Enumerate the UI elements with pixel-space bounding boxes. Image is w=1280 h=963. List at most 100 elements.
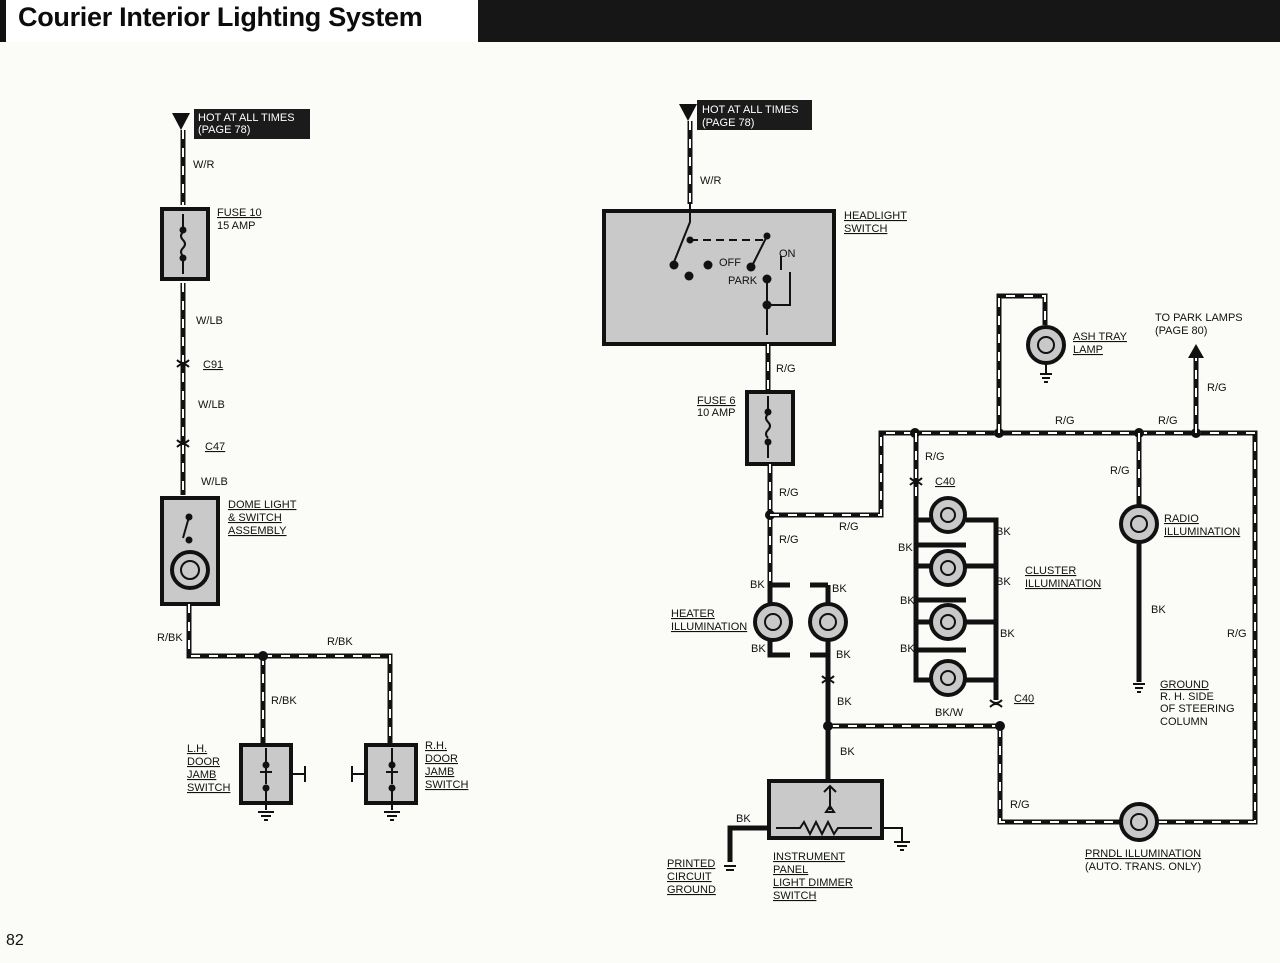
- pcg-label-1: PRINTED: [667, 858, 715, 870]
- ashtray-label-2: LAMP: [1073, 344, 1103, 356]
- park-lamps-label-2: (PAGE 80): [1155, 325, 1207, 337]
- ground-label-4: COLUMN: [1160, 716, 1208, 728]
- rh-label-2: DOOR: [425, 753, 458, 765]
- dome-label-1: DOME LIGHT: [228, 499, 297, 511]
- wire-r-bk-main: [186, 604, 393, 745]
- bk-label-6: BK: [840, 746, 855, 758]
- hot-label-right: HOT AT ALL TIMES: [702, 104, 799, 116]
- heater-label-1: HEATER: [671, 608, 715, 620]
- title-bar: Courier Interior Lighting System: [0, 0, 1280, 42]
- bk-label-10: BK: [900, 595, 915, 607]
- rh-label-4: SWITCH: [425, 779, 468, 791]
- connector-c91: C91: [203, 359, 223, 371]
- bk-label-8: BK: [996, 526, 1011, 538]
- heater-bulb-2: [808, 602, 848, 642]
- prndl-label-1: PRNDL ILLUMINATION: [1085, 848, 1201, 860]
- source-arrow-right: [679, 104, 697, 121]
- dome-light-circuit: HOT AT ALL TIMES (PAGE 78) W/R FUSE 10 1…: [157, 109, 468, 821]
- park-lamps-arrow: [1188, 344, 1204, 358]
- dome-label-3: ASSEMBLY: [228, 525, 287, 537]
- wire-label-r-g-f: R/G: [1158, 415, 1178, 427]
- cluster-bulb-1: [929, 496, 967, 534]
- dimmer-label-3: LIGHT DIMMER: [773, 877, 853, 889]
- connector-c40-bottom: C40: [1014, 693, 1034, 705]
- wire-label-bk-w: BK/W: [935, 707, 964, 719]
- prndl-illumination-bulb: [1119, 802, 1159, 842]
- dimmer-label-2: PANEL: [773, 864, 808, 876]
- connector-c40-top: C40: [935, 476, 955, 488]
- wire-label-r-bk-2: R/BK: [327, 636, 353, 648]
- bk-label-dimmer: BK: [736, 813, 751, 825]
- bk-label-4: BK: [836, 649, 851, 661]
- heater-label-2: ILLUMINATION: [671, 621, 747, 633]
- radio-illumination-bulb: [1119, 504, 1159, 544]
- wire-label-w-lb-2: W/LB: [198, 399, 225, 411]
- switch-pos-on: ON: [779, 248, 796, 260]
- park-lamps-label-1: TO PARK LAMPS: [1155, 312, 1243, 324]
- hot-page-right: (PAGE 78): [702, 117, 754, 129]
- fuse-10-rating: 15 AMP: [217, 220, 256, 232]
- lh-label-1: L.H.: [187, 743, 207, 755]
- bk-label-1: BK: [750, 579, 765, 591]
- headlight-label-2: SWITCH: [844, 223, 887, 235]
- wire-label-w-lb-1: W/LB: [196, 315, 223, 327]
- wire-label-w-r-left: W/R: [193, 159, 214, 171]
- cluster-label-2: ILLUMINATION: [1025, 578, 1101, 590]
- radio-label-1: RADIO: [1164, 513, 1199, 525]
- hot-badge-right: [697, 100, 812, 130]
- ground-label-2: R. H. SIDE: [1160, 691, 1214, 703]
- dimmer-label-1: INSTRUMENT: [773, 851, 845, 863]
- pcg-label-2: CIRCUIT: [667, 871, 712, 883]
- lh-label-2: DOOR: [187, 756, 220, 768]
- heater-bulb-1: [753, 602, 793, 642]
- bk-label-9: BK: [996, 576, 1011, 588]
- headlight-label-1: HEADLIGHT: [844, 210, 907, 222]
- lh-label-3: JAMB: [187, 769, 216, 781]
- fuse-6-rating: 10 AMP: [697, 407, 736, 419]
- wire-label-r-g-g: R/G: [1207, 382, 1227, 394]
- cluster-bulb-4: [929, 659, 967, 697]
- wire-label-r-g-e: R/G: [1055, 415, 1075, 427]
- hot-badge-left: [194, 109, 310, 139]
- bk-label-2: BK: [832, 583, 847, 595]
- rh-label-3: JAMB: [425, 766, 454, 778]
- cluster-bulb-2: [929, 549, 967, 587]
- ash-tray-lamp: [1026, 325, 1066, 365]
- dimmer-label-4: SWITCH: [773, 890, 816, 902]
- page-number: 82: [6, 932, 24, 949]
- radio-label-2: ILLUMINATION: [1164, 526, 1240, 538]
- switch-pos-off: OFF: [719, 257, 741, 269]
- ashtray-label-1: ASH TRAY: [1073, 331, 1128, 343]
- bulb-icon: [180, 560, 200, 580]
- wire-label-r-g-bottom: R/G: [1010, 799, 1030, 811]
- dome-label-2: & SWITCH: [228, 512, 282, 524]
- switch-pos-park: PARK: [728, 275, 758, 287]
- pcg-label-3: GROUND: [667, 884, 716, 896]
- rh-label-1: R.H.: [425, 740, 447, 752]
- bk-label-3: BK: [751, 643, 766, 655]
- title-band: [478, 0, 1280, 42]
- wire-label-r-g-c: R/G: [779, 534, 799, 546]
- hot-page-left: (PAGE 78): [198, 124, 250, 136]
- bk-label-13: BK: [1151, 604, 1166, 616]
- bk-label-7: BK: [898, 542, 913, 554]
- connector-c47: C47: [205, 441, 225, 453]
- lh-label-4: SWITCH: [187, 782, 230, 794]
- bk-label-5: BK: [837, 696, 852, 708]
- cluster-bulb-3: [929, 603, 967, 641]
- wire-label-r-g-b: R/G: [779, 487, 799, 499]
- instrument-lighting-circuit: HOT AT ALL TIMES (PAGE 78) W/R OFF ON PA…: [602, 100, 1258, 902]
- title-panel: Courier Interior Lighting System: [0, 0, 478, 42]
- cluster-label-1: CLUSTER: [1025, 565, 1076, 577]
- prndl-label-2: (AUTO. TRANS. ONLY): [1085, 861, 1201, 873]
- wire-label-r-bk-3: R/BK: [271, 695, 297, 707]
- bk-label-12: BK: [900, 643, 915, 655]
- bk-wire-labels: BK BK BK BK BK BK BK BK BK BK BK BK BK: [750, 526, 1166, 758]
- bk-label-11: BK: [1000, 628, 1015, 640]
- wire-label-w-lb-3: W/LB: [201, 476, 228, 488]
- wire-label-r-g-top: R/G: [925, 451, 945, 463]
- wire-label-r-g-a: R/G: [776, 363, 796, 375]
- ground-label-1: GROUND: [1160, 679, 1209, 691]
- source-arrow-left: [172, 113, 190, 130]
